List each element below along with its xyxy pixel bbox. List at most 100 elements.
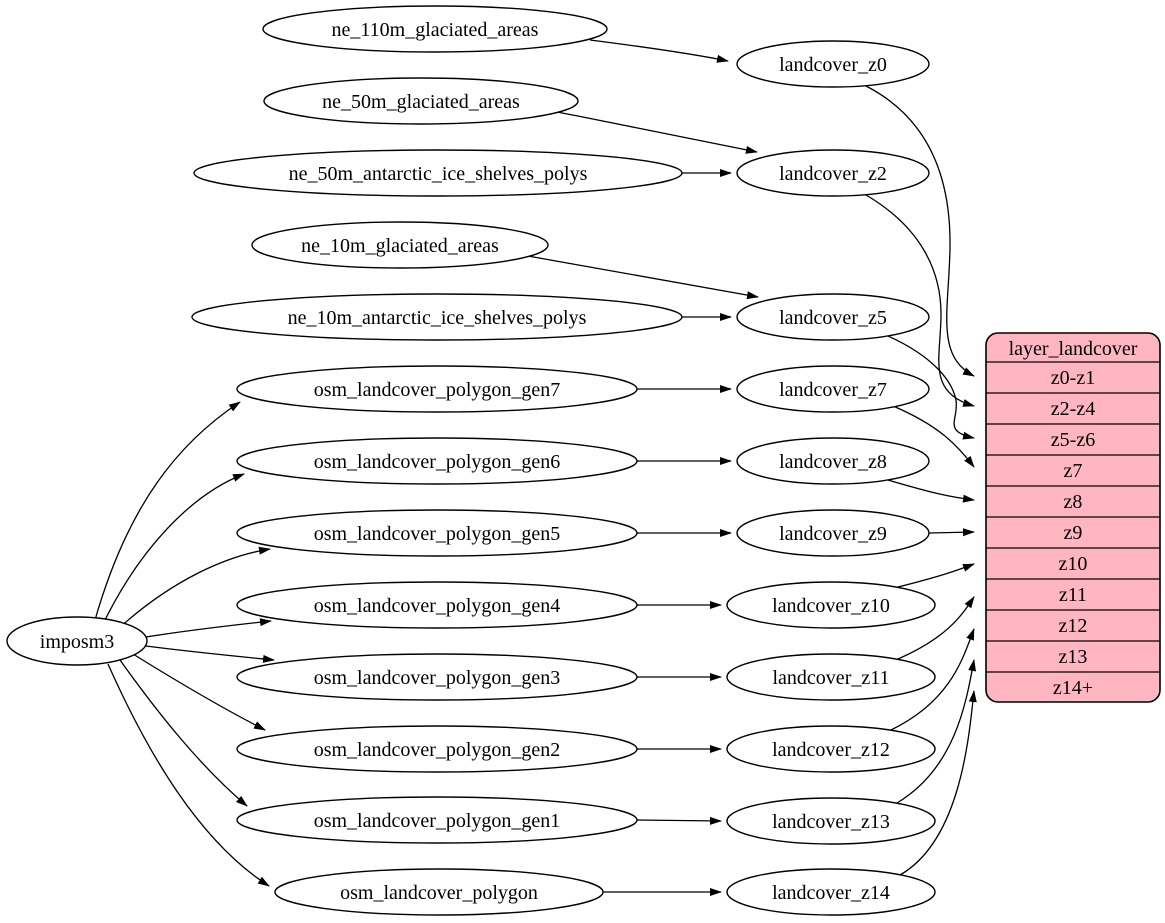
node-ellipse [193, 149, 683, 197]
edge-imposm3-polygon [107, 663, 270, 887]
node-ellipse [251, 221, 549, 269]
table-row: z10 [1059, 553, 1088, 575]
node-imposm3: imposm3 [6, 616, 148, 666]
edge-ne50m-glac-z2 [556, 111, 758, 154]
edge-gen1-z13 [636, 816, 722, 825]
node-osm-landcover-polygon-gen1: osm_landcover_polygon_gen1 [236, 796, 638, 844]
node-ellipse [736, 149, 930, 197]
node-group: imposm3 ne_110m_glaciated_areas ne_50m_g… [6, 5, 936, 916]
table-row: z0-z1 [1051, 367, 1095, 389]
edge-z9-row [928, 528, 975, 537]
node-ellipse [236, 796, 638, 844]
node-label: imposm3 [40, 631, 114, 653]
node-label: osm_landcover_polygon [340, 882, 538, 904]
edge-ne10m-glac-z5 [527, 255, 759, 300]
node-label: landcover_z0 [779, 54, 887, 76]
table-row: z13 [1059, 646, 1088, 668]
node-label: ne_10m_antarctic_ice_shelves_polys [288, 307, 587, 329]
node-ne-10m-glaciated-areas: ne_10m_glaciated_areas [251, 221, 549, 269]
node-label: osm_landcover_polygon_gen5 [314, 523, 561, 545]
node-landcover-z13: landcover_z13 [726, 797, 936, 845]
node-osm-landcover-polygon-gen7: osm_landcover_polygon_gen7 [236, 365, 638, 413]
edge-ne110m-z0 [589, 39, 729, 63]
node-ellipse [736, 509, 930, 557]
node-label: ne_110m_glaciated_areas [332, 19, 539, 41]
table-title: layer_landcover [1009, 338, 1138, 360]
edge-z8-row [887, 479, 975, 503]
node-label: ne_50m_antarctic_ice_shelves_polys [289, 163, 588, 185]
node-label: ne_50m_glaciated_areas [322, 91, 520, 113]
node-osm-landcover-polygon-gen6: osm_landcover_polygon_gen6 [236, 437, 638, 485]
node-osm-landcover-polygon-gen2: osm_landcover_polygon_gen2 [236, 725, 638, 773]
node-ellipse [736, 40, 930, 88]
edge-imposm3-gen2 [132, 653, 266, 731]
table-row: z5-z6 [1051, 429, 1095, 451]
node-ellipse [726, 725, 936, 773]
node-landcover-z12: landcover_z12 [726, 725, 936, 773]
node-ellipse [263, 77, 579, 125]
node-ellipse [726, 797, 936, 845]
edge-z13-row [896, 659, 976, 804]
node-label: landcover_z13 [772, 811, 890, 833]
edge-imposm3-gen5 [117, 546, 271, 630]
node-landcover-z14: landcover_z14 [726, 868, 936, 916]
layer-landcover-table: layer_landcover z0-z1 z2-z4 z5-z6 z7 z8 … [985, 332, 1161, 703]
node-label: landcover_z5 [779, 307, 887, 329]
node-ellipse [736, 293, 930, 341]
node-ne-50m-glaciated-areas: ne_50m_glaciated_areas [263, 77, 579, 125]
node-ellipse [236, 725, 638, 773]
node-ellipse [236, 581, 638, 629]
edge-z5-row [887, 335, 975, 440]
edge-group [94, 39, 977, 896]
edge-imposm3-gen7 [94, 401, 241, 621]
table-row: z9 [1064, 522, 1083, 544]
edge-z7-row [892, 405, 975, 468]
node-osm-landcover-polygon-gen3: osm_landcover_polygon_gen3 [236, 653, 638, 701]
node-landcover-z10: landcover_z10 [726, 581, 936, 629]
node-landcover-z5: landcover_z5 [736, 293, 930, 341]
node-ellipse [236, 437, 638, 485]
node-ellipse [736, 365, 930, 413]
edge-z2-row [865, 194, 975, 407]
node-label: osm_landcover_polygon_gen4 [314, 595, 561, 617]
edge-z10-row [897, 563, 975, 588]
node-osm-landcover-polygon: osm_landcover_polygon [274, 868, 604, 916]
node-label: osm_landcover_polygon_gen2 [314, 739, 561, 761]
edge-z11-row [897, 596, 975, 660]
table-row: z7 [1064, 460, 1083, 482]
node-ne-110m-glaciated-areas: ne_110m_glaciated_areas [262, 5, 608, 53]
edge-z14-row [899, 690, 977, 876]
node-ellipse [262, 5, 608, 53]
edge-imposm3-gen1 [119, 659, 248, 807]
node-landcover-z8: landcover_z8 [736, 437, 930, 485]
node-landcover-z11: landcover_z11 [726, 653, 936, 701]
edge-imposm3-gen6 [102, 473, 245, 625]
edge-z12-row [890, 628, 975, 731]
edge-z0-row [865, 85, 975, 377]
node-label: osm_landcover_polygon_gen6 [314, 451, 561, 473]
node-label: landcover_z12 [772, 739, 890, 761]
node-label: landcover_z2 [779, 163, 887, 185]
edge-imposm3-gen4 [145, 618, 272, 638]
node-landcover-z9: landcover_z9 [736, 509, 930, 557]
node-ellipse [236, 653, 638, 701]
node-landcover-z0: landcover_z0 [736, 40, 930, 88]
node-osm-landcover-polygon-gen4: osm_landcover_polygon_gen4 [236, 581, 638, 629]
node-label: osm_landcover_polygon_gen7 [314, 379, 561, 401]
node-label: landcover_z10 [772, 595, 890, 617]
table-row: z12 [1059, 615, 1088, 637]
node-ellipse [726, 868, 936, 916]
node-label: landcover_z9 [779, 523, 887, 545]
node-ellipse [726, 581, 936, 629]
edge-imposm3-gen3 [145, 645, 275, 663]
node-ellipse [726, 653, 936, 701]
node-ne-50m-antarctic-ice-shelves-polys: ne_50m_antarctic_ice_shelves_polys [193, 149, 683, 197]
node-ellipse [736, 437, 930, 485]
node-label: landcover_z11 [773, 667, 890, 689]
node-label: ne_10m_glaciated_areas [301, 235, 499, 257]
node-ellipse [6, 616, 148, 666]
node-osm-landcover-polygon-gen5: osm_landcover_polygon_gen5 [236, 509, 638, 557]
node-ne-10m-antarctic-ice-shelves-polys: ne_10m_antarctic_ice_shelves_polys [191, 293, 683, 341]
